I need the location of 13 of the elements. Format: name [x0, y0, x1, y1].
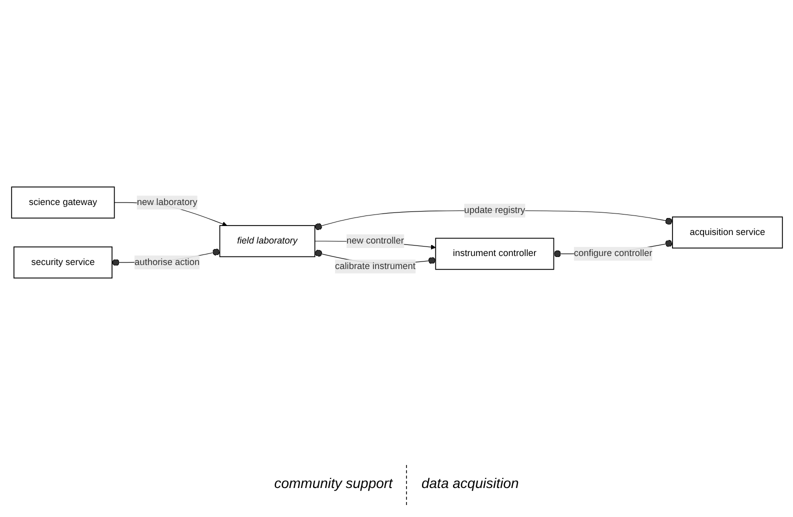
node-box: acquisition service: [672, 216, 782, 248]
edge-label: calibrate instrument: [334, 261, 415, 272]
edge-label: new controller: [346, 236, 404, 246]
node-box: field laboratory: [218, 225, 315, 258]
node-box: security service: [13, 246, 112, 278]
node-box: instrument controller: [434, 238, 554, 270]
region-label: data acquisition: [420, 474, 520, 493]
edge-label: update registry: [464, 205, 525, 216]
region-label: community support: [273, 474, 394, 493]
edge-label: new laboratory: [136, 197, 197, 208]
edge-label: authorise action: [134, 257, 200, 268]
node-box: science gateway: [10, 186, 114, 219]
edge-label: configure controller: [573, 248, 652, 258]
